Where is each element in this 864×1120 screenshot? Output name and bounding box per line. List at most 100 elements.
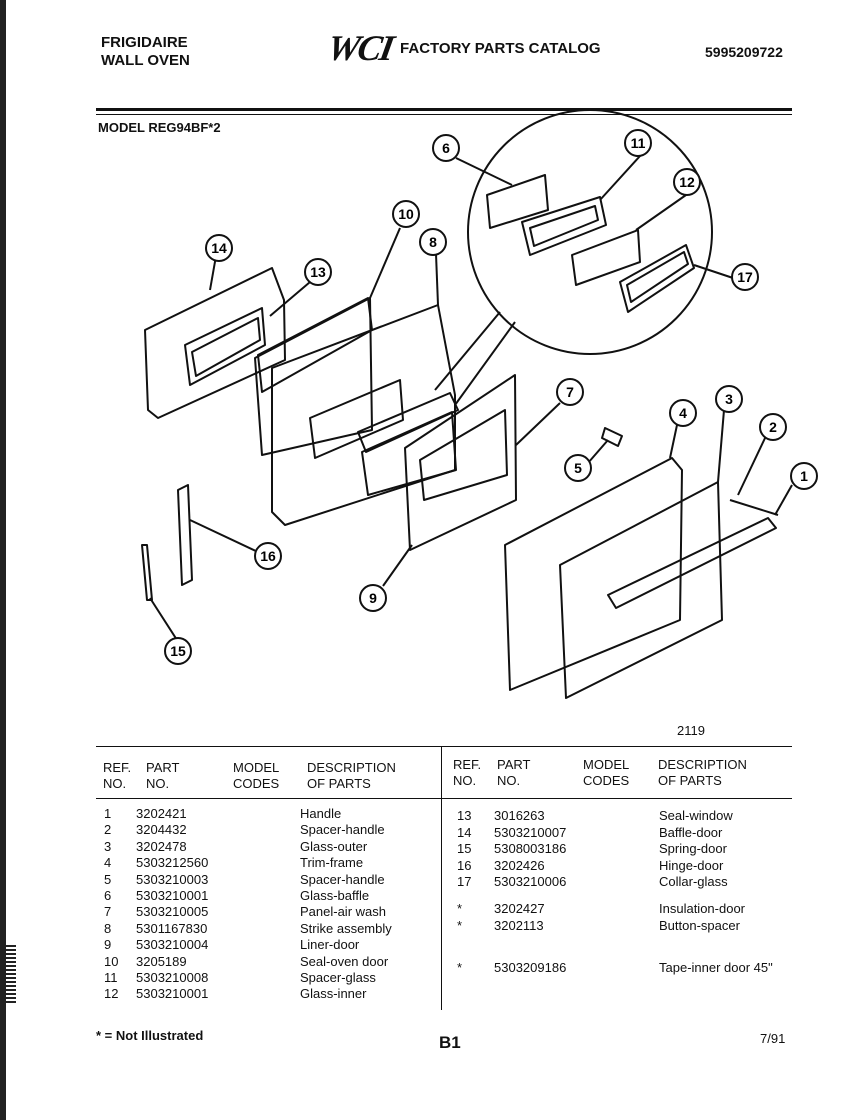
page-number: B1 <box>439 1033 461 1052</box>
table-row: 10 3205189 Seal-oven door <box>0 954 864 970</box>
callout-markers: 1 2 3 4 5 6 7 8 9 10 11 12 13 14 15 16 1… <box>164 129 818 665</box>
table-header-rule <box>96 798 792 799</box>
svg-text:2: 2 <box>769 419 777 435</box>
scan-edge <box>0 0 6 1120</box>
callout-12: 12 <box>673 168 701 196</box>
table-row: 16 3202426 Hinge-door <box>0 858 864 874</box>
cell-ref: * <box>457 960 463 976</box>
svg-text:15: 15 <box>170 643 186 659</box>
cell-ref: 6 <box>104 888 112 903</box>
callout-11: 11 <box>624 129 652 157</box>
svg-text:1: 1 <box>800 468 808 484</box>
footnote: * = Not Illustrated <box>96 1028 204 1043</box>
cell-desc: Glass-baffle <box>300 888 370 903</box>
part-4-trim-frame <box>504 457 683 691</box>
cell-ref: 8 <box>104 920 112 936</box>
table-row: * 3202427 Insulation-door <box>0 901 864 917</box>
cell-desc: Seal-oven door <box>300 953 389 969</box>
cell-part: 5308003186 <box>494 841 567 857</box>
cell-ref: 17 <box>457 874 472 890</box>
callout-17: 17 <box>731 263 759 291</box>
col-header-desc: DESCRIPTION OF PARTS <box>658 757 747 788</box>
part-1-handle <box>607 517 777 609</box>
cell-desc: Button-spacer <box>659 917 740 933</box>
part-10-seal-oven-door <box>254 297 373 456</box>
cell-part: 3205189 <box>136 953 187 969</box>
callout-14: 14 <box>205 234 233 262</box>
table-row: 17 5303210006 Collar-glass <box>0 874 864 890</box>
detail-leader <box>454 321 516 406</box>
svg-text:14: 14 <box>211 240 227 256</box>
cell-part: 5303210004 <box>136 937 209 953</box>
cell-desc: Collar-glass <box>659 874 728 890</box>
cell-part: 3202421 <box>136 806 187 821</box>
cell-part: 3204432 <box>136 822 187 838</box>
cell-ref: * <box>457 901 463 916</box>
cell-part: 5303210001 <box>136 986 209 1002</box>
callout-8: 8 <box>419 228 447 256</box>
cell-desc: Spring-door <box>659 841 727 857</box>
cell-part: 5303210003 <box>136 871 209 887</box>
cell-desc: Insulation-door <box>659 901 745 916</box>
cell-ref: 3 <box>104 838 112 854</box>
cell-part: 5303210001 <box>136 888 209 903</box>
cell-desc: Seal-window <box>659 808 733 823</box>
callout-1: 1 <box>790 462 818 490</box>
callout-16: 16 <box>254 542 282 570</box>
cell-desc: Tape-inner door 45" <box>659 960 773 976</box>
cell-part: 3202427 <box>494 901 545 916</box>
model-number: MODEL REG94BF*2 <box>98 120 221 135</box>
detail-magnifier-circle <box>467 109 713 355</box>
part-12-glass-inner <box>571 229 641 286</box>
cell-ref: 2 <box>104 822 112 838</box>
cell-desc: Baffle-door <box>659 824 723 840</box>
cell-ref: 16 <box>457 857 472 873</box>
callout-3: 3 <box>715 385 743 413</box>
exploded-door-diagram: 1 2 3 4 5 6 7 8 9 10 11 12 13 14 15 16 1… <box>141 109 818 699</box>
cell-part: 5301167830 <box>136 920 208 936</box>
callout-13: 13 <box>304 258 332 286</box>
part-11-spacer-glass <box>521 196 607 256</box>
cell-desc: Spacer-glass <box>300 970 376 985</box>
cell-desc: Hinge-door <box>659 857 724 873</box>
figure-number: 2119 <box>677 723 705 738</box>
part-16-hinge-door <box>177 484 193 586</box>
cell-ref: 10 <box>104 953 119 969</box>
callout-6: 6 <box>432 134 460 162</box>
part-17-collar-glass <box>619 244 695 313</box>
callout-2: 2 <box>759 413 787 441</box>
svg-text:5: 5 <box>574 460 582 476</box>
table-row: 14 5303210007 Baffle-door <box>0 825 864 841</box>
catalog-number: 5995209722 <box>705 44 783 60</box>
cell-part: 3202426 <box>494 857 545 873</box>
cell-ref: 5 <box>104 871 112 887</box>
part-8-liner-door <box>271 304 456 526</box>
cell-part: 3202478 <box>136 838 187 854</box>
part-14-baffle-door <box>144 267 286 419</box>
catalog-title: FACTORY PARTS CATALOG <box>400 39 601 57</box>
svg-text:9: 9 <box>369 590 377 606</box>
svg-text:13: 13 <box>310 264 326 280</box>
cell-ref: 1 <box>104 806 112 821</box>
cell-part: 5303210006 <box>494 874 567 890</box>
cell-ref: 4 <box>104 855 112 871</box>
cell-part: 5303210007 <box>494 824 567 840</box>
col-header-ref: REF. NO. <box>453 757 482 788</box>
cell-desc: Handle <box>300 806 342 821</box>
cell-part: 3016263 <box>494 808 545 823</box>
header-rule <box>96 108 792 111</box>
cell-desc: Trim-frame <box>300 855 364 871</box>
col-header-part: PART NO. <box>497 757 531 788</box>
col-header-model: MODEL CODES <box>583 757 630 788</box>
svg-text:17: 17 <box>737 269 753 285</box>
cell-desc: Liner-door <box>300 937 360 953</box>
col-header-part: PART NO. <box>146 760 180 791</box>
cell-desc: Spacer-handle <box>300 871 385 887</box>
cell-ref: 14 <box>457 824 472 840</box>
callout-10: 10 <box>392 200 420 228</box>
